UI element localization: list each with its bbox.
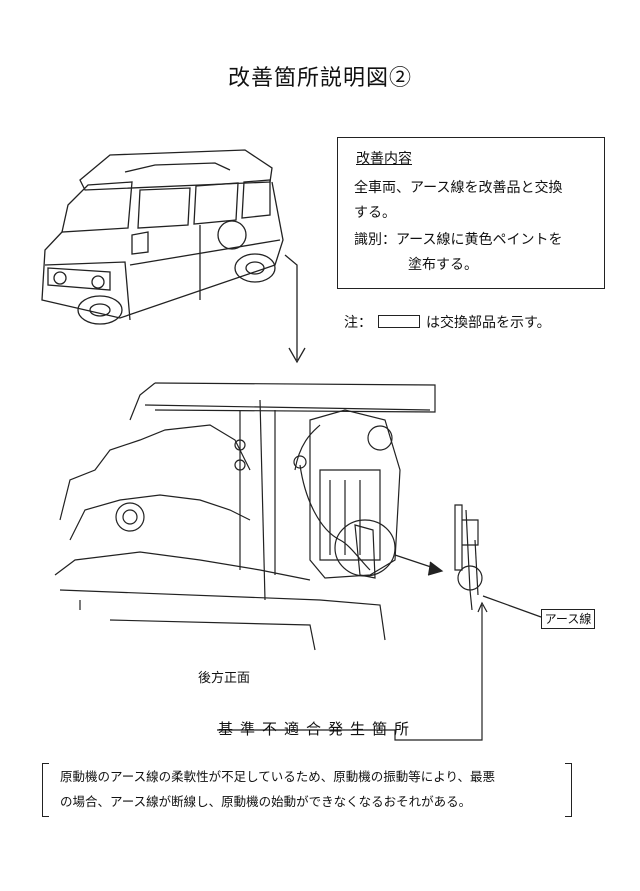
rear-front-label: 後方正面	[198, 671, 251, 686]
legend-note: 注： は交換部品を示す。	[344, 312, 551, 332]
improvement-heading: 改善内容	[356, 151, 412, 167]
note-prefix: 注：	[344, 315, 372, 331]
reason-line: 原動機のアース線の柔軟性が不足しているため、原動機の振動等により、最悪	[60, 769, 496, 784]
page-title: 改善箇所説明図②	[227, 66, 412, 91]
leader-line	[217, 601, 488, 741]
improvement-line: 識別：アース線に黄色ペイントを	[354, 232, 563, 248]
reason-line: の場合、アース線が断線し、原動機の始動ができなくなるおそれがある。	[60, 794, 472, 809]
detail-arrow	[394, 554, 444, 576]
engine-illustration	[54, 382, 436, 651]
left-bracket	[42, 763, 49, 817]
note-suffix: は交換部品を示す。	[426, 315, 551, 331]
ground-wire-detail	[454, 504, 542, 618]
improvement-line: する。	[354, 205, 396, 221]
pointer-arrow	[284, 254, 306, 364]
improvement-line: 塗布する。	[408, 257, 478, 273]
right-bracket	[565, 763, 572, 817]
replacement-part-swatch	[378, 315, 420, 328]
nonconforming-location-label: 基準不適合発生箇所	[218, 720, 417, 738]
reason-box: 原動機のアース線の柔軟性が不足しているため、原動機の振動等により、最悪 の場合、…	[42, 763, 572, 817]
improvement-line: 全車両、アース線を改善品と交換	[354, 180, 563, 196]
ground-wire-label: アース線	[541, 609, 595, 629]
van-illustration	[41, 149, 284, 325]
improvement-box: 改善内容 全車両、アース線を改善品と交換 する。 識別：アース線に黄色ペイントを…	[337, 137, 605, 289]
